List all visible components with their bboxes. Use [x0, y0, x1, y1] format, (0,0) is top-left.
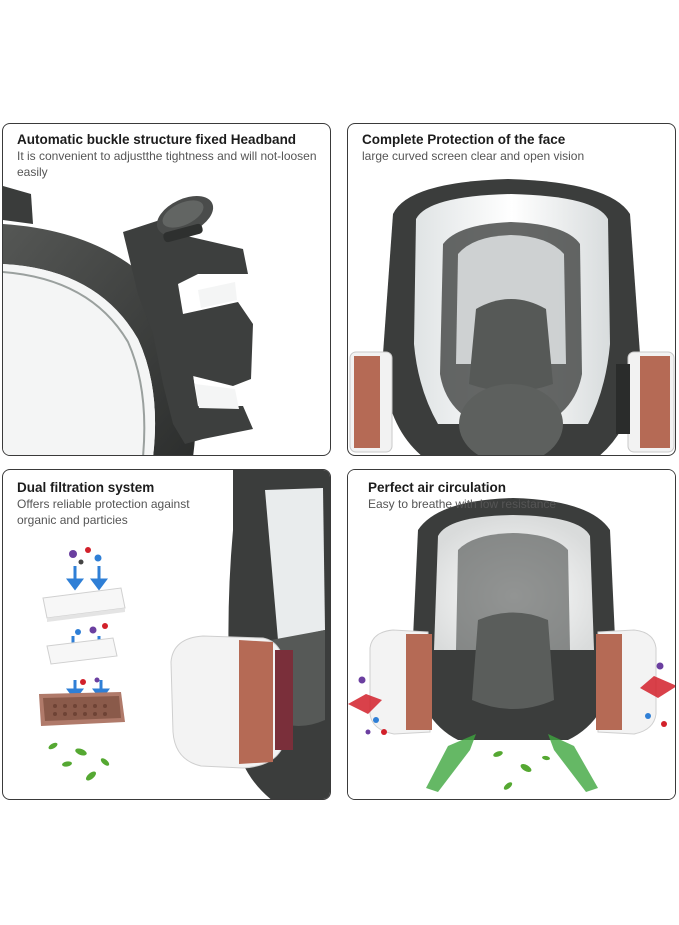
panel-headband-buckle: Automatic buckle structure fixed Headban… — [2, 123, 331, 456]
polluted-air-arrows — [348, 676, 675, 714]
panel-title: Complete Protection of the face — [362, 132, 566, 147]
panel-title: Perfect air circulation — [368, 480, 507, 495]
panel-description: Easy to breathe with low resistance — [368, 497, 557, 511]
headband-buckle-image — [3, 186, 253, 455]
panel-air-circulation: Perfect air circulation Easy to breathe … — [347, 469, 676, 800]
panel-title: Automatic buckle structure fixed Headban… — [17, 132, 297, 147]
filter-flow-arrows — [64, 566, 110, 701]
leaf-icons — [493, 751, 550, 790]
panel-title: Dual filtration system — [17, 480, 155, 495]
particle-icons — [69, 547, 108, 685]
clean-air-arrows — [426, 734, 598, 792]
panel-face-protection: Complete Protection of the face large cu… — [347, 123, 676, 456]
panel-description: Offers reliable protection against organ… — [17, 497, 190, 527]
panel-description: large curved screen clear and open visio… — [362, 149, 585, 163]
panel-description: It is convenient to adjustthe tightness … — [17, 149, 317, 179]
particle-icons — [358, 662, 667, 735]
air-circulation-image — [348, 470, 675, 799]
filtration-diagram-image — [39, 470, 330, 799]
leaf-icons — [48, 742, 110, 781]
panel-dual-filtration: Dual filtration system Offers reliable p… — [2, 469, 331, 800]
full-face-mask-image — [349, 179, 675, 455]
